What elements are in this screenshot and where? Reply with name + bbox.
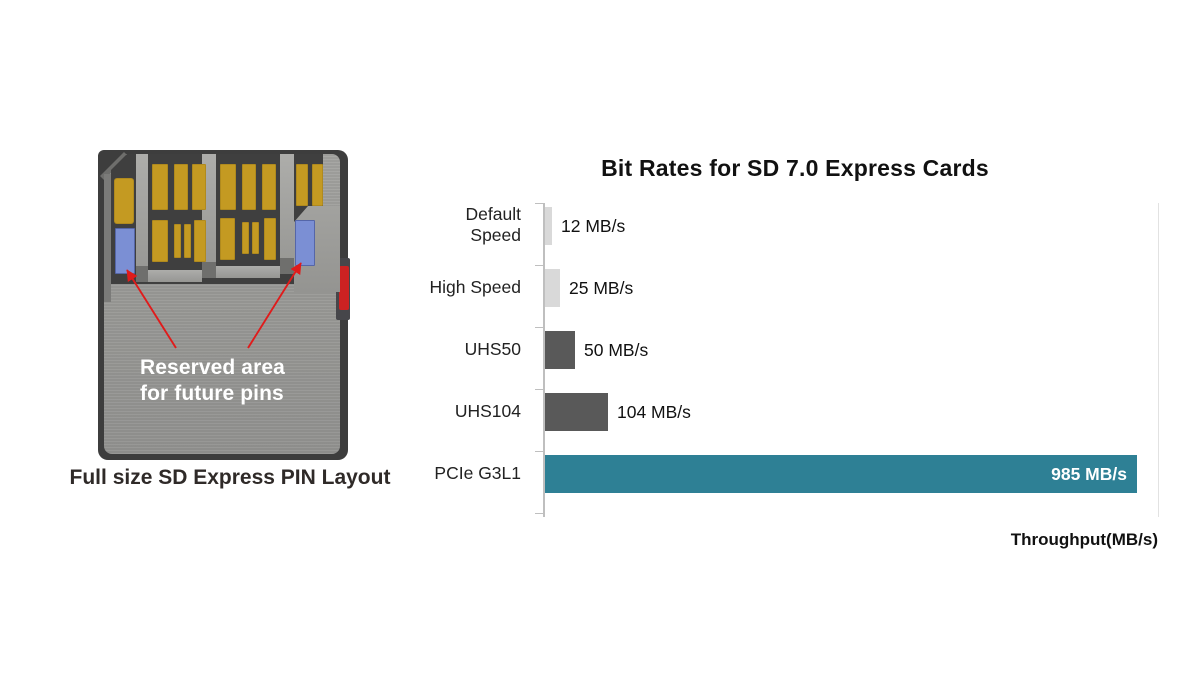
pin-group-separator-3-shadow <box>280 258 294 274</box>
gold-pin-lower-2 <box>174 224 181 258</box>
sd-card-illustration-panel: Reserved area for future pins Full size … <box>40 140 420 510</box>
axis-tick <box>535 203 543 204</box>
axis-tick <box>535 389 543 390</box>
contact-ledge-right <box>216 266 280 278</box>
chart-bar-row: PCIe G3L1 985 MB/s <box>425 455 1185 517</box>
chart-title: Bit Rates for SD 7.0 Express Cards <box>601 155 989 181</box>
axis-tick <box>535 265 543 266</box>
gold-pin-lower-3 <box>184 224 191 258</box>
gold-pin-upper-7 <box>262 164 276 210</box>
gold-pin-lower-1 <box>152 220 168 262</box>
category-label-high-speed: High Speed <box>429 277 521 297</box>
gold-pin-upper-5 <box>220 164 236 210</box>
bar-uhs50 <box>545 331 575 369</box>
pin-group-separator-1-shadow <box>136 266 148 282</box>
gold-pin-lower-8 <box>264 218 276 260</box>
bit-rates-chart: Bit Rates for SD 7.0 Express Cards Defau… <box>425 145 1185 555</box>
contact-ledge-left <box>148 270 202 282</box>
axis-tick <box>535 513 543 514</box>
pin-group-separator-2-shadow <box>202 262 216 278</box>
pin-group-separator-3 <box>280 154 294 274</box>
gold-pin-upper-8 <box>296 164 308 206</box>
bar-high-speed <box>545 269 560 307</box>
bar-value-label: 25 MB/s <box>569 277 634 298</box>
write-protect-slider <box>339 266 349 310</box>
gold-pin-lower-5 <box>220 218 235 260</box>
gold-pin-lower-6 <box>242 222 249 254</box>
sd-express-card-graphic: Reserved area for future pins <box>98 150 350 460</box>
reserved-area-annotation: Reserved area for future pins <box>140 355 330 406</box>
gold-pin-lower-4 <box>194 220 206 262</box>
reserved-pin-right <box>295 220 315 266</box>
bar-value-label: 104 MB/s <box>617 401 691 422</box>
chart-bar-row: UHS104 104 MB/s <box>425 393 1185 455</box>
chart-bar-row: UHS50 50 MB/s <box>425 331 1185 393</box>
category-axis-line <box>543 203 545 517</box>
value-axis-label: Throughput(MB/s) <box>1010 530 1158 549</box>
gold-pin-upper-1 <box>114 178 134 224</box>
gold-pin-upper-4 <box>192 164 206 210</box>
bar-default-speed <box>545 207 552 245</box>
category-label-uhs50: UHS50 <box>464 339 521 359</box>
card-left-rail <box>104 174 111 302</box>
axis-tick <box>535 327 543 328</box>
pin-group-separator-1 <box>136 154 148 282</box>
gold-pin-lower-7 <box>252 222 259 254</box>
gold-pin-upper-9 <box>312 164 323 206</box>
bar-uhs104 <box>545 393 608 431</box>
gold-pin-upper-2 <box>152 164 168 210</box>
chart-bar-row: High Speed 25 MB/s <box>425 269 1185 331</box>
gold-pin-upper-3 <box>174 164 188 210</box>
category-label-pcie-g3l1: PCIe G3L1 <box>434 463 521 483</box>
bar-value-label: 985 MB/s <box>1051 463 1127 484</box>
plot-right-border <box>1158 203 1159 517</box>
category-label-uhs104: UHS104 <box>454 401 521 421</box>
bar-value-label: 50 MB/s <box>584 339 649 360</box>
sd-card-caption: Full size SD Express PIN Layout <box>69 466 391 489</box>
gold-pin-upper-6 <box>242 164 256 210</box>
bar-pcie-g3l1 <box>545 455 1137 493</box>
reserved-annotation-line-1: Reserved area <box>140 356 285 379</box>
reserved-annotation-line-2: for future pins <box>140 381 284 405</box>
reserved-pin-left <box>115 228 135 274</box>
axis-tick <box>535 451 543 452</box>
bar-value-label: 12 MB/s <box>561 215 626 236</box>
